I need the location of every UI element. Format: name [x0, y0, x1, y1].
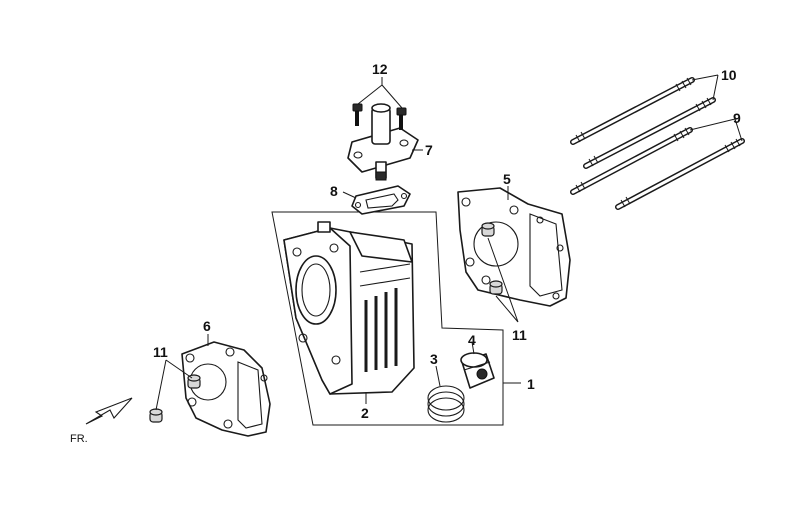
leader-11-right [487, 237, 519, 323]
callout-10: 10 [721, 67, 737, 83]
bolts-12 [352, 103, 407, 130]
callout-1: 1 [527, 376, 535, 392]
callout-4: 4 [468, 332, 476, 348]
front-direction-label: FR. [70, 433, 88, 445]
callout-6: 6 [203, 318, 211, 334]
callout-11-left: 11 [153, 344, 168, 360]
leader-10 [691, 74, 719, 101]
head-gasket [457, 187, 571, 307]
callout-9: 9 [733, 110, 741, 126]
leader-3 [435, 365, 441, 387]
leader-11-left [155, 359, 193, 411]
callout-11-right: 11 [512, 327, 527, 343]
leader-9 [689, 118, 743, 142]
callout-12: 12 [372, 61, 388, 77]
callout-8: 8 [330, 183, 338, 199]
leader-12 [357, 77, 403, 109]
piston [460, 352, 495, 389]
callout-7: 7 [425, 142, 433, 158]
callout-5: 5 [503, 171, 511, 187]
leader-4 [471, 341, 475, 355]
cylinder-block [283, 221, 415, 395]
callout-2: 2 [361, 405, 369, 421]
tensioner-gasket [351, 185, 411, 215]
stud-bolts [570, 77, 745, 210]
front-direction-arrow-icon [85, 397, 133, 425]
callout-3: 3 [430, 351, 438, 367]
assembly-1-outline [271, 211, 504, 426]
dowel-pins-right [481, 222, 503, 295]
leader-8 [342, 191, 357, 199]
piston-rings [427, 385, 465, 423]
base-gasket [181, 341, 271, 437]
